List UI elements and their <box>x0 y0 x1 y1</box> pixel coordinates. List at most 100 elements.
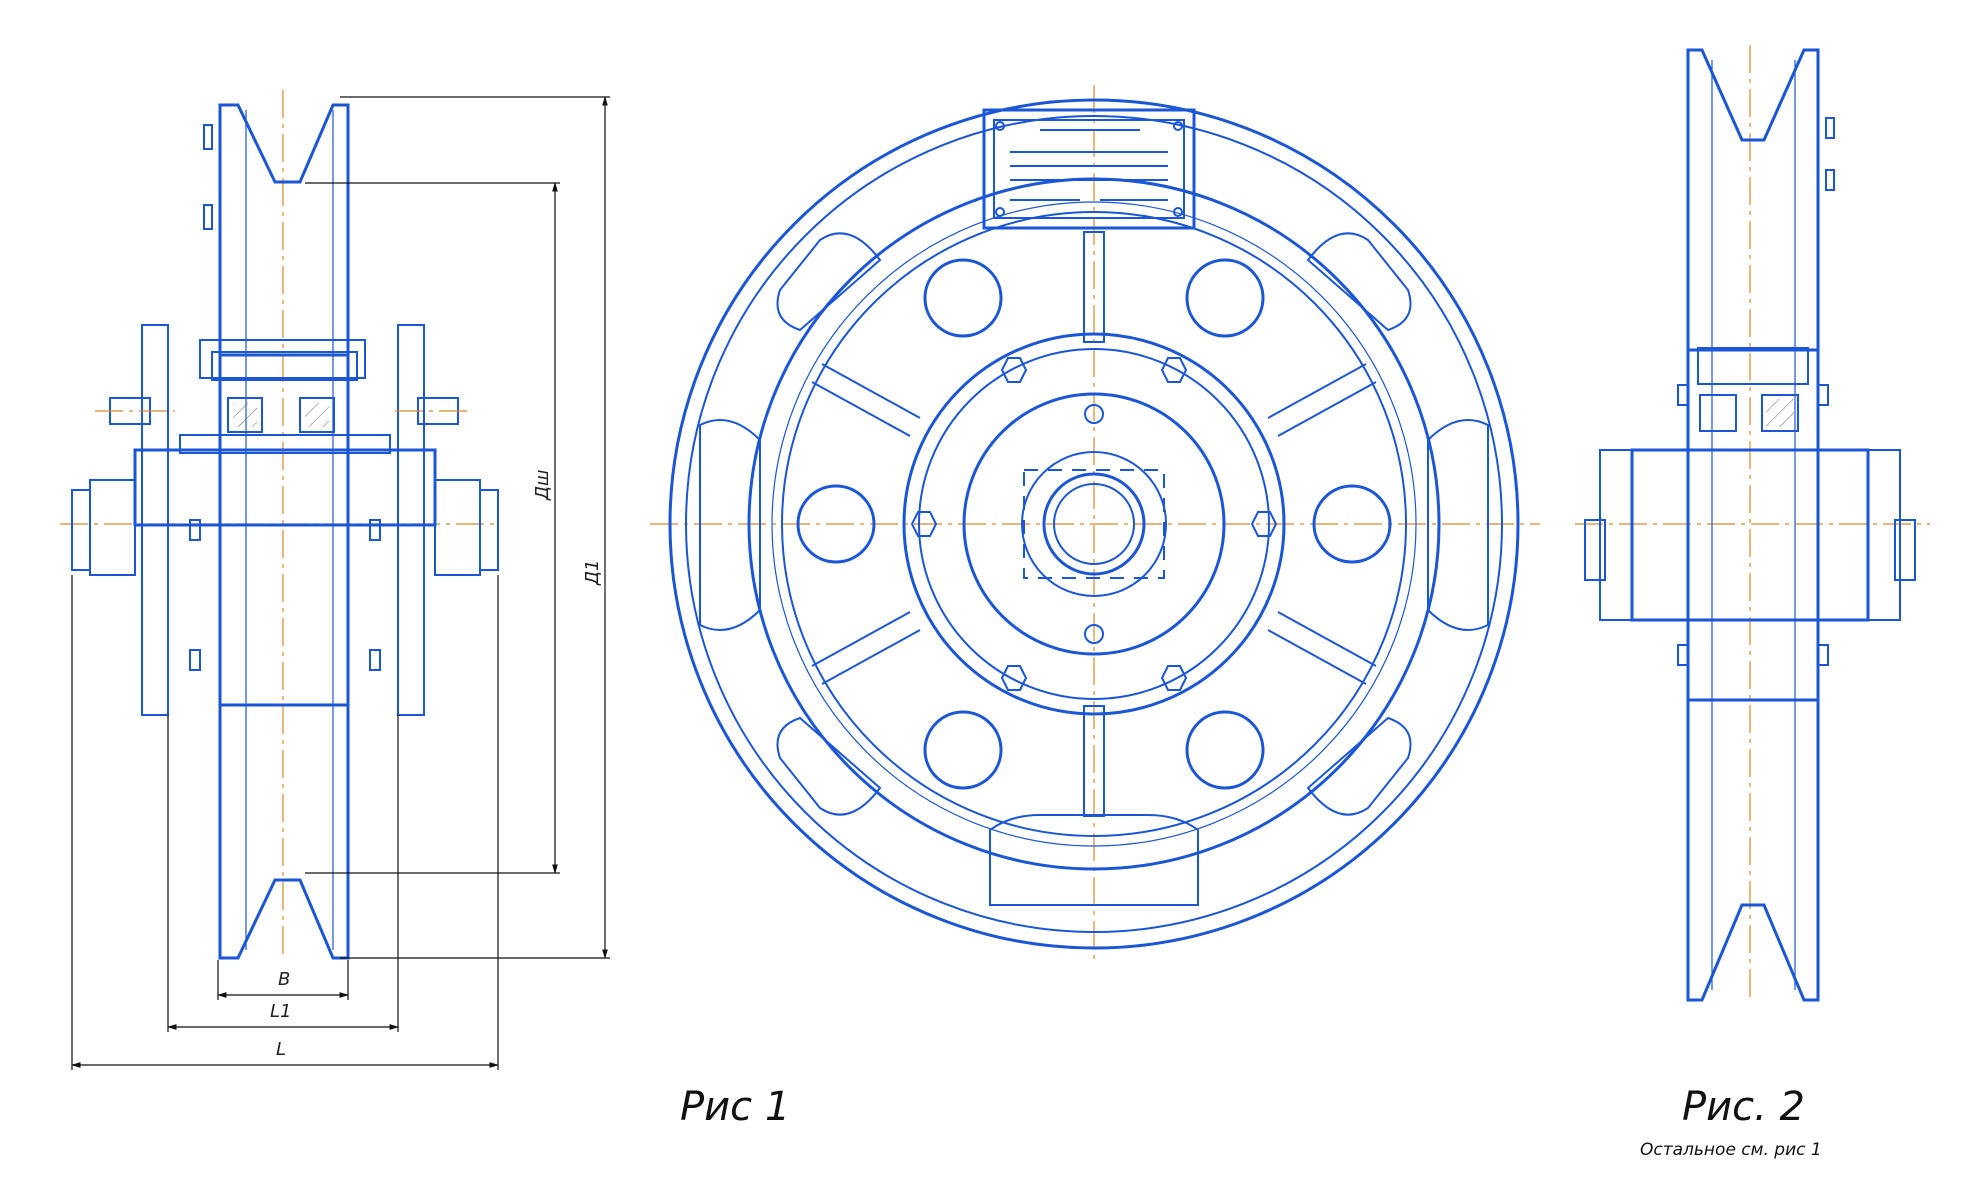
plate-screw-1 <box>995 121 1005 131</box>
rim-outer-circle <box>668 98 1520 950</box>
spoke-lower-left-a <box>821 629 921 685</box>
stud-c <box>189 649 201 671</box>
fig2-end-right <box>1894 519 1916 581</box>
spoke-upper-right-b <box>1277 381 1377 437</box>
fig2-rim-bottom <box>1686 698 1820 1002</box>
hole-lower-left <box>923 710 1003 790</box>
plate-screw-3 <box>995 207 1005 217</box>
pocket-right <box>1427 419 1489 631</box>
bearing-right <box>299 397 335 433</box>
dim-label-l: L <box>276 1039 286 1060</box>
pocket-bottom <box>989 814 1199 906</box>
hub-housing <box>199 339 366 379</box>
fig1-front-view <box>650 85 1540 965</box>
shaft <box>133 448 437 527</box>
hub-bolt-3 <box>910 511 938 537</box>
spoke-lower-right-a <box>1267 629 1367 685</box>
end-cap-right <box>479 489 499 571</box>
hub-bolt-2 <box>1160 357 1188 383</box>
hole-upper-right <box>1185 258 1265 338</box>
support-plate-left <box>141 324 169 716</box>
hub-bore-ring <box>962 392 1226 656</box>
stud-b <box>369 519 381 541</box>
dim-label-d1: Д1 <box>582 559 603 586</box>
lug-top-a <box>203 124 213 150</box>
fig2-bracket-left <box>1599 449 1633 621</box>
lock-ring-outline <box>1023 469 1165 579</box>
fig2-stud-c <box>1677 644 1689 666</box>
rim-second-circle <box>685 115 1503 933</box>
wheel-rim-bottom <box>218 703 350 960</box>
fig2-stud-b <box>1817 384 1829 406</box>
shaft-end-left <box>89 479 136 576</box>
hub-bolt-1 <box>1000 357 1028 383</box>
fig2-rim-top <box>1686 48 1820 352</box>
name-plate <box>982 108 1196 230</box>
rim-fillet-circle <box>771 201 1417 847</box>
hole-right <box>1312 484 1392 564</box>
hub-bolts <box>910 357 1278 691</box>
rim-pockets <box>699 232 1489 906</box>
lug-top-b <box>203 204 213 230</box>
pocket-lower-right <box>1306 716 1412 816</box>
hole-lower-right <box>1185 710 1265 790</box>
bearing-right-hatch <box>305 403 329 427</box>
plate-screw-2 <box>1173 121 1183 131</box>
pocket-lower-left <box>776 716 882 816</box>
pocket-upper-left <box>776 232 882 332</box>
stud-a <box>189 519 201 541</box>
grease-hole-bottom <box>1084 624 1104 644</box>
hub-flange-circle <box>918 348 1270 700</box>
spoke-upper-left-b <box>811 381 911 437</box>
shaft-circle <box>1042 472 1146 576</box>
hub-bolt-4 <box>1250 511 1278 537</box>
figure2-caption: Рис. 2 <box>1682 1084 1805 1130</box>
web-outer-circle <box>781 211 1407 837</box>
stud-d <box>369 649 381 671</box>
hub-bolt-6 <box>1160 665 1188 691</box>
spoke-upper-right-a <box>1267 363 1367 419</box>
wheel-rim-top <box>218 103 350 357</box>
figure2-note: Остальное см. рис 1 <box>1640 1140 1822 1160</box>
pocket-left <box>699 419 761 631</box>
fig2-stud-a <box>1677 384 1689 406</box>
figure1-caption: Рис 1 <box>680 1084 790 1130</box>
shaft-collar <box>179 434 391 454</box>
fig2-bearing-left <box>1699 394 1737 432</box>
fig2-lug-a <box>1825 117 1835 139</box>
shaft-inner-circle <box>1053 483 1135 565</box>
dim-label-b: B <box>278 969 290 990</box>
lightening-holes <box>796 258 1392 790</box>
bearing-left <box>227 397 263 433</box>
grease-hole-top <box>1084 404 1104 424</box>
pocket-upper-right <box>1306 232 1412 332</box>
spoke-top <box>1083 231 1105 343</box>
fig2-bearing-hatch <box>1766 399 1794 427</box>
bearing-left-hatch <box>233 403 257 427</box>
dim-label-dsh: Дш <box>532 469 553 501</box>
plate-screw-4 <box>1173 207 1183 217</box>
hole-upper-left <box>923 258 1003 338</box>
hub-bolt-5 <box>1000 665 1028 691</box>
fig2-hub-hatched <box>1697 347 1809 385</box>
fig2-bracket-right <box>1867 449 1901 621</box>
end-cap-left <box>71 489 91 571</box>
name-plate-inner <box>993 119 1185 219</box>
hole-left <box>796 484 876 564</box>
fig1-side-view: B L1 L Дш Д1 <box>60 90 610 1070</box>
spoke-lower-right-b <box>1277 611 1377 667</box>
support-plate-right <box>397 324 425 716</box>
hub-hatched-block <box>211 351 358 381</box>
hub-outer-circle <box>902 332 1286 716</box>
fig2-lug-b <box>1825 169 1835 191</box>
name-plate-frame <box>982 108 1196 230</box>
fig2-bearing-right <box>1761 394 1799 432</box>
fig2-stud-d <box>1817 644 1829 666</box>
fig2-end-left <box>1584 519 1606 581</box>
bearing-outer-ring <box>1021 451 1167 597</box>
shaft-end-right <box>434 479 481 576</box>
dim-label-l1: L1 <box>270 1001 291 1022</box>
spoke-lower-left-b <box>811 611 911 667</box>
